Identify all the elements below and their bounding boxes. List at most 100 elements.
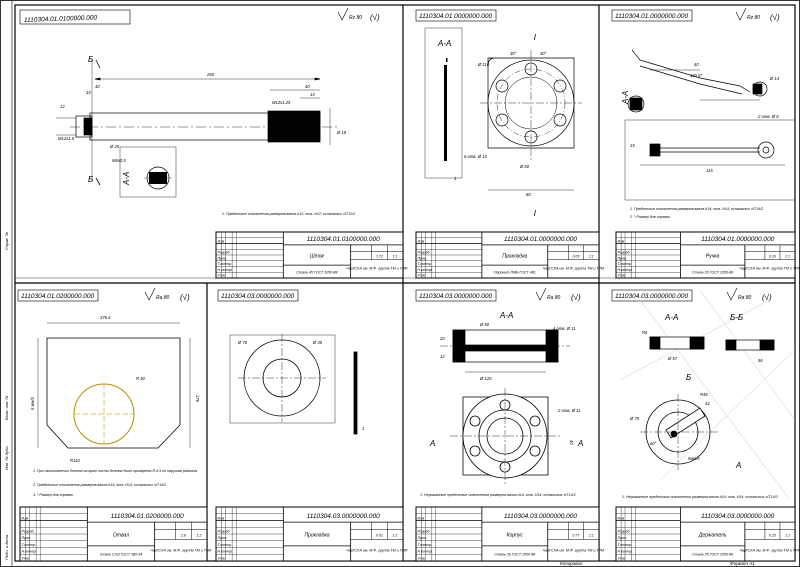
section-marker: Б bbox=[686, 373, 691, 382]
roughness-mark: Rz 80 (√) bbox=[735, 7, 780, 22]
dim-label: 5мм/5 bbox=[688, 456, 700, 461]
dim-label: 40 bbox=[569, 440, 574, 445]
dim-label: М12x1.5 bbox=[58, 136, 75, 141]
title-block-label: Т.контр. bbox=[618, 262, 633, 266]
title-block-material: Сталь Ст3 ГОСТ 380-94 bbox=[100, 553, 143, 557]
dim-label: Ø 116 bbox=[477, 62, 490, 67]
section-marker: Ⅰ bbox=[533, 209, 537, 218]
shaft-drawing bbox=[56, 59, 340, 186]
panel-code-top: 1110304.03.0000000.000 bbox=[221, 293, 295, 300]
panel-code-top: 1110304.01.0000000.000 bbox=[419, 13, 493, 20]
tech-note: 1. Неуказанные предельные отклонения раз… bbox=[420, 493, 576, 497]
dim-label: 40 bbox=[95, 84, 100, 89]
dim-label: 42 bbox=[705, 401, 710, 406]
washer-drawing bbox=[229, 334, 358, 435]
housing-section bbox=[440, 329, 570, 373]
title-block-label: Разраб. bbox=[418, 251, 431, 255]
title-block-code: 1110304.03.0000000.000 bbox=[504, 513, 578, 520]
holder-sections bbox=[649, 336, 775, 351]
dim-label: 1 bbox=[454, 176, 456, 181]
title-block-mass: 0.01 bbox=[376, 534, 383, 538]
title-block-org: ЧарГСХА им. М.Ф. группа ТМ и ТРМ bbox=[346, 267, 407, 271]
title-block-part-name: Отвал bbox=[113, 533, 129, 539]
dim-label: 12 bbox=[60, 104, 65, 109]
dim-label: 265 bbox=[206, 72, 215, 77]
svg-text:Ra 80: Ra 80 bbox=[547, 295, 561, 301]
title-block-label: Разраб. bbox=[22, 529, 35, 533]
housing-plan bbox=[450, 388, 560, 484]
dim-label: 2 отв. Ø 11 bbox=[557, 408, 581, 413]
title-block-org: ЧарГСХА им. М.Ф. группа ТМ и ТРМ bbox=[543, 548, 604, 552]
title-block-label: Утв. bbox=[22, 556, 30, 560]
dim-label: 40 bbox=[694, 62, 699, 67]
dim-label: R6 bbox=[642, 330, 648, 335]
dim-label: 34 bbox=[86, 90, 91, 95]
panel-derzhatel: 1110304.03.0000000.000 Ra 80 (√) А-А Б-Б bbox=[611, 287, 796, 501]
title-block-label: Разраб. bbox=[218, 529, 231, 533]
dim-label: Ø 18 bbox=[336, 130, 347, 135]
panel-prokladka-bottom: 1110304.03.0000000.000 Ø 70 Ø 35 1 bbox=[217, 289, 364, 435]
title-block-label: Пров. bbox=[218, 256, 227, 260]
title-block-label: Утв. bbox=[218, 274, 226, 278]
dim-label: 20 bbox=[439, 336, 445, 341]
blade-drawing bbox=[37, 322, 191, 449]
section-marker: А bbox=[429, 439, 435, 448]
dim-label: Ø 120 bbox=[479, 376, 492, 381]
title-block-mass: 0.25 bbox=[769, 534, 776, 538]
title-block-label: Н.контр. bbox=[618, 268, 633, 272]
title-block-code: 1110304.01.0200000.000 bbox=[111, 513, 185, 520]
tech-note: 1. При изготовлении болтов на краю листа… bbox=[33, 469, 198, 473]
title-block-part-name: Держатель bbox=[698, 533, 727, 539]
title-block-label: Н.контр. bbox=[418, 550, 433, 554]
title-block-mass: 0.16 bbox=[769, 254, 776, 258]
title-block-part-name: Ручка bbox=[706, 253, 720, 259]
title-block-label: Т.контр. bbox=[218, 262, 233, 266]
title-block-org: ЧарГСХА им. М.Ф. группа ТМ и ТРМ bbox=[739, 267, 800, 271]
title-block-code: 1110304.03.0000000.000 bbox=[307, 513, 381, 520]
title-block-mass: 1.72 bbox=[376, 254, 383, 258]
dim-label: 12 bbox=[440, 354, 445, 359]
title-block-label: Т.контр. bbox=[418, 543, 433, 547]
title-block-material: Сталь 45 ГОСТ 1050-88 bbox=[297, 270, 338, 274]
title-block-label: Разраб. bbox=[618, 251, 631, 255]
holder-plan bbox=[640, 394, 720, 470]
title-block-scale: 1:1 bbox=[785, 534, 790, 538]
handle-drawing bbox=[624, 49, 796, 201]
dim-label: Ø 75 bbox=[629, 416, 640, 421]
dim-label: 1 bbox=[362, 426, 364, 431]
title-block-mass: 0.05 bbox=[572, 254, 579, 258]
construction-lines bbox=[619, 289, 796, 501]
panel-ruchka: 1110304.01.0000000.000 Rz 80 (√) А-А 40 bbox=[611, 7, 796, 219]
dim-label: 115 bbox=[706, 168, 713, 173]
dim-label: 40 bbox=[305, 84, 310, 89]
svg-text:Rz 80: Rz 80 bbox=[349, 15, 362, 21]
title-block-label: Н.контр. bbox=[218, 550, 233, 554]
section-title: А-А bbox=[499, 311, 513, 320]
title-block-label: Пров. bbox=[418, 536, 427, 540]
title-block-material: Сталь 20 ГОСТ 1050-88 bbox=[692, 270, 733, 274]
panel-korpus: 1110304.03.0000000.000 Ra 80 (√) А-А bbox=[415, 287, 583, 497]
title-block-org: ЧарГСХА им. М.Ф. группа ТМ и ТРМ bbox=[150, 548, 211, 552]
title-block-code: 1110304.03.0000000.000 bbox=[701, 513, 775, 520]
title-block-label: Т.контр. bbox=[218, 543, 233, 547]
svg-text:Ra 80: Ra 80 bbox=[156, 295, 170, 301]
svg-text:(√): (√) bbox=[180, 293, 190, 302]
panel-code-top: 1110304.01.0200000.000 bbox=[21, 293, 95, 300]
dim-label: R46 bbox=[700, 392, 708, 397]
tech-note: 1. Предельные отклонения размеров:валов-… bbox=[222, 212, 355, 216]
title-block-label: Разраб. bbox=[218, 251, 231, 255]
dim-label: Ø 35 bbox=[312, 340, 323, 345]
title-block-scale: 1:1 bbox=[393, 534, 398, 538]
tech-note: 2. * Размер для справок bbox=[629, 215, 670, 219]
title-block-label: Пров. bbox=[418, 256, 427, 260]
roughness-mark: Ra 80 (√) bbox=[726, 287, 772, 302]
svg-text:(√): (√) bbox=[571, 293, 581, 302]
gasket-side-view: А-А bbox=[424, 27, 463, 179]
roughness-mark: Rz 80 (√) bbox=[337, 7, 380, 22]
dim-label: 2 отв. Ø 8 bbox=[757, 114, 779, 119]
section-view: А-А bbox=[119, 146, 177, 198]
